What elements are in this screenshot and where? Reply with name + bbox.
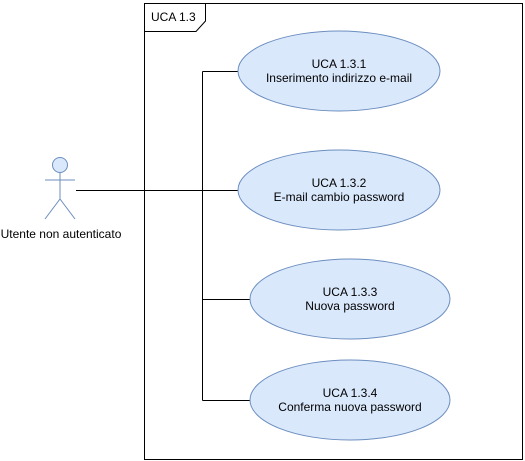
use-case-name: Inserimento indirizzo e-mail (266, 71, 412, 85)
actor-figure (44, 157, 76, 220)
actor-head (52, 157, 68, 173)
use-case-ellipse (237, 30, 441, 112)
use-case-uca-1-3-4[interactable]: UCA 1.3.4 Conferma nuova password (249, 359, 451, 441)
use-case-ellipse (249, 359, 451, 441)
use-case-id: UCA 1.3.3 (323, 285, 378, 299)
use-case-uca-1-3-3[interactable]: UCA 1.3.3 Nuova password (249, 258, 451, 340)
use-case-ellipse (237, 149, 441, 231)
use-case-ellipse (249, 258, 451, 340)
use-case-uca-1-3-1[interactable]: UCA 1.3.1 Inserimento indirizzo e-mail (237, 30, 441, 112)
use-case-id: UCA 1.3.1 (312, 57, 367, 71)
frame-label: UCA 1.3 (151, 10, 196, 24)
use-case-name: Conferma nuova password (278, 400, 421, 414)
frame-label-tab (144, 3, 206, 32)
actor-label: Utente non autenticato (1, 227, 122, 241)
use-case-name: Nuova password (305, 299, 394, 313)
use-case-name: E-mail cambio password (274, 190, 405, 204)
use-case-id: UCA 1.3.4 (323, 386, 378, 400)
use-case-uca-1-3-2[interactable]: UCA 1.3.2 E-mail cambio password (237, 149, 441, 231)
use-case-id: UCA 1.3.2 (312, 176, 367, 190)
connectors (76, 71, 250, 401)
system-boundary (144, 3, 523, 460)
